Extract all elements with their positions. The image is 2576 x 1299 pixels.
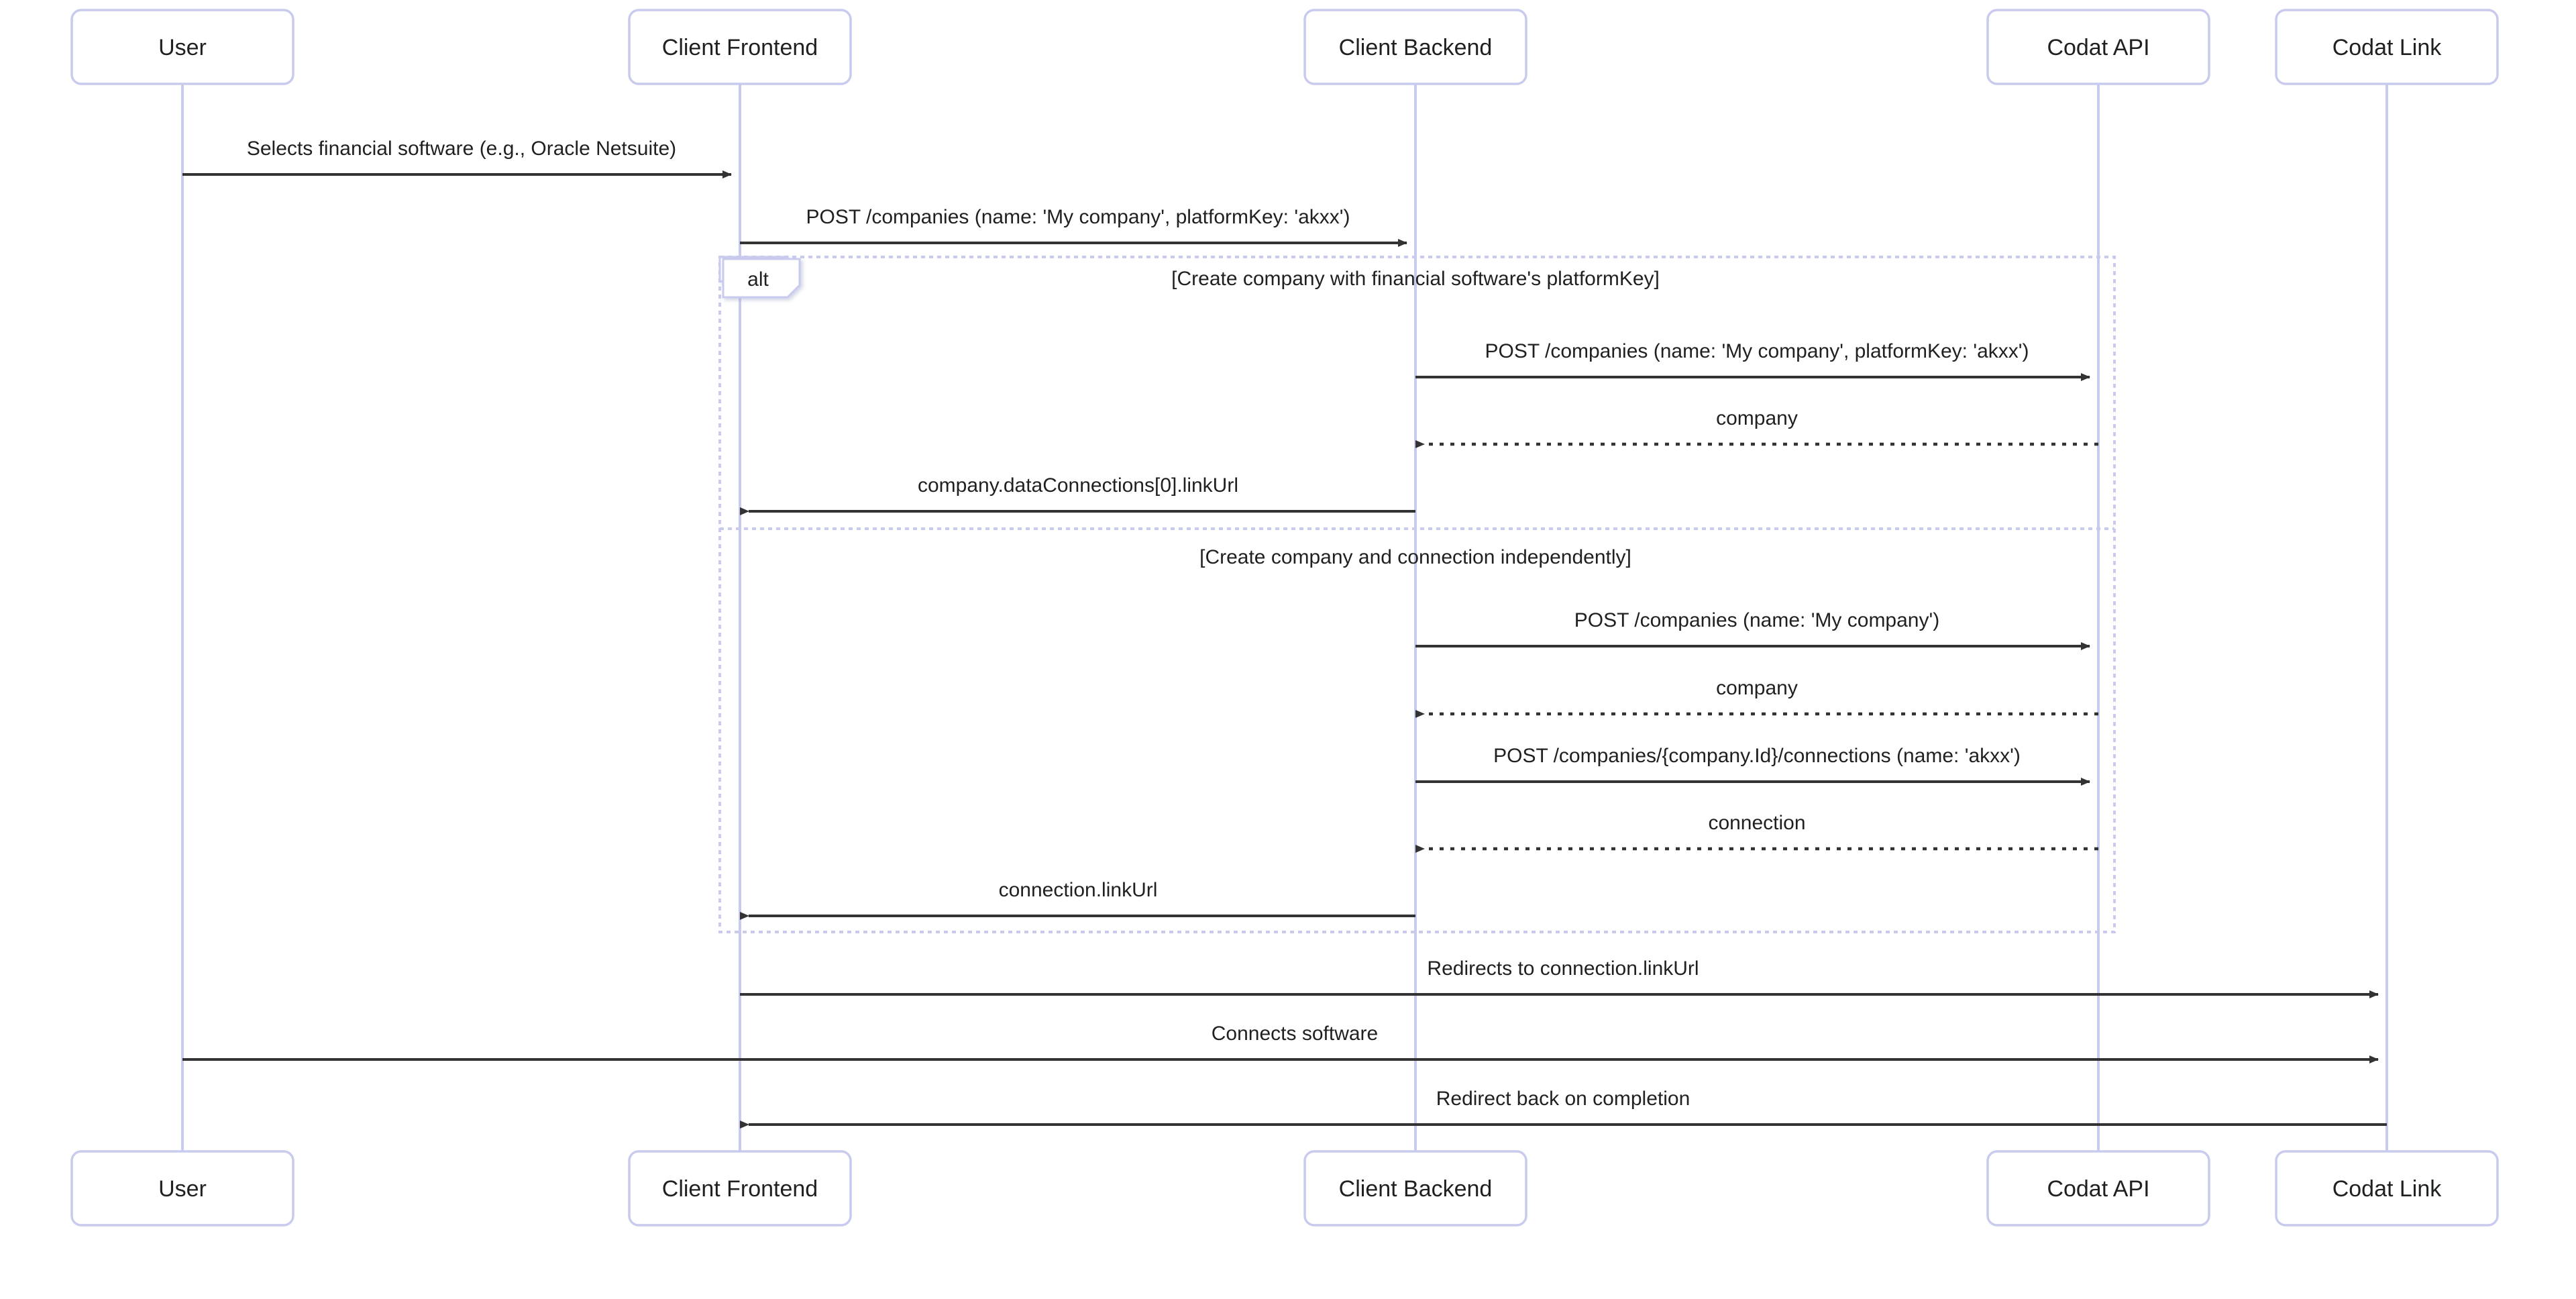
- actor-bottom-codat-api-label: Codat API: [2047, 1176, 2149, 1202]
- actor-top-codat-api-box[interactable]: [1986, 9, 2210, 85]
- actor-top-codat-link-label: Codat Link: [2332, 35, 2443, 60]
- actor-top-backend[interactable]: Client Backend: [1303, 9, 1527, 85]
- actor-bottom-frontend-label: Client Frontend: [662, 1176, 818, 1202]
- message-7-label: company: [1716, 677, 1798, 699]
- actor-bottom-codat-link-label: Codat Link: [2332, 1176, 2443, 1202]
- message-7: company: [1415, 677, 2098, 718]
- actors-top: User Client Frontend Client Backend Coda…: [70, 9, 2499, 85]
- message-11: Redirects to connection.linkUrl: [740, 957, 2379, 998]
- message-9-label: connection: [1708, 812, 1805, 834]
- actor-top-codat-api[interactable]: Codat API: [1986, 9, 2210, 85]
- message-13: Redirect back on completion: [740, 1088, 2387, 1129]
- message-10: connection.linkUrl: [740, 879, 1415, 920]
- alt-fragment-tag-badge: [722, 258, 801, 299]
- actor-top-codat-link[interactable]: Codat Link: [2275, 9, 2499, 85]
- message-5-label: company.dataConnections[0].linkUrl: [918, 474, 1238, 497]
- actor-bottom-codat-api[interactable]: Codat API: [1986, 1150, 2210, 1227]
- actor-top-backend-label: Client Backend: [1339, 35, 1493, 60]
- message-2-label: POST /companies (name: 'My company', pla…: [806, 206, 1350, 228]
- message-6-label: POST /companies (name: 'My company'): [1574, 609, 1939, 631]
- actors-bottom: User Client Frontend Client Backend Coda…: [70, 1150, 2499, 1227]
- alt-fragment: alt [Create company with financial softw…: [718, 256, 2116, 933]
- message-1: Selects financial software (e.g., Oracle…: [182, 138, 732, 178]
- actor-bottom-frontend-box[interactable]: [628, 1150, 852, 1227]
- actor-top-codat-link-box[interactable]: [2275, 9, 2499, 85]
- actor-bottom-codat-api-box[interactable]: [1986, 1150, 2210, 1227]
- actor-bottom-backend[interactable]: Client Backend: [1303, 1150, 1527, 1227]
- message-4-label: company: [1716, 407, 1798, 429]
- message-3: POST /companies (name: 'My company', pla…: [1415, 340, 2090, 381]
- actor-top-frontend-box[interactable]: [628, 9, 852, 85]
- actor-top-codat-api-label: Codat API: [2047, 35, 2149, 60]
- alt-fragment-tag-label: alt: [747, 268, 769, 291]
- actor-bottom-backend-label: Client Backend: [1339, 1176, 1493, 1202]
- message-5: company.dataConnections[0].linkUrl: [740, 474, 1415, 515]
- alt-branch-2-condition: [Create company and connection independe…: [1199, 546, 1631, 568]
- actor-bottom-backend-box[interactable]: [1303, 1150, 1527, 1227]
- actor-top-user[interactable]: User: [70, 9, 294, 85]
- messages-group: Selects financial software (e.g., Oracle…: [182, 138, 2387, 1129]
- message-8-label: POST /companies/{company.Id}/connections…: [1493, 745, 2021, 767]
- actor-bottom-frontend[interactable]: Client Frontend: [628, 1150, 852, 1227]
- message-10-label: connection.linkUrl: [999, 879, 1158, 901]
- actor-bottom-user[interactable]: User: [70, 1150, 294, 1227]
- message-4: company: [1415, 407, 2098, 448]
- actor-bottom-codat-link[interactable]: Codat Link: [2275, 1150, 2499, 1227]
- message-1-label: Selects financial software (e.g., Oracle…: [247, 138, 676, 160]
- actor-bottom-user-label: User: [158, 1176, 207, 1202]
- message-6: POST /companies (name: 'My company'): [1415, 609, 2090, 650]
- message-11-label: Redirects to connection.linkUrl: [1427, 957, 1699, 980]
- message-12-label: Connects software: [1212, 1023, 1378, 1045]
- alt-fragment-outline: [718, 256, 2116, 933]
- message-13-label: Redirect back on completion: [1436, 1088, 1690, 1110]
- actor-top-backend-box[interactable]: [1303, 9, 1527, 85]
- actor-top-frontend[interactable]: Client Frontend: [628, 9, 852, 85]
- alt-branch-1-condition: [Create company with financial software'…: [1171, 268, 1660, 290]
- actor-top-user-label: User: [158, 35, 207, 60]
- message-9: connection: [1415, 812, 2098, 853]
- message-12: Connects software: [182, 1023, 2379, 1063]
- actor-bottom-user-box[interactable]: [70, 1150, 294, 1227]
- message-2: POST /companies (name: 'My company', pla…: [740, 206, 1407, 247]
- actor-top-frontend-label: Client Frontend: [662, 35, 818, 60]
- actor-top-user-box[interactable]: [70, 9, 294, 85]
- message-3-label: POST /companies (name: 'My company', pla…: [1485, 340, 2029, 362]
- message-8: POST /companies/{company.Id}/connections…: [1415, 745, 2090, 786]
- actor-bottom-codat-link-box[interactable]: [2275, 1150, 2499, 1227]
